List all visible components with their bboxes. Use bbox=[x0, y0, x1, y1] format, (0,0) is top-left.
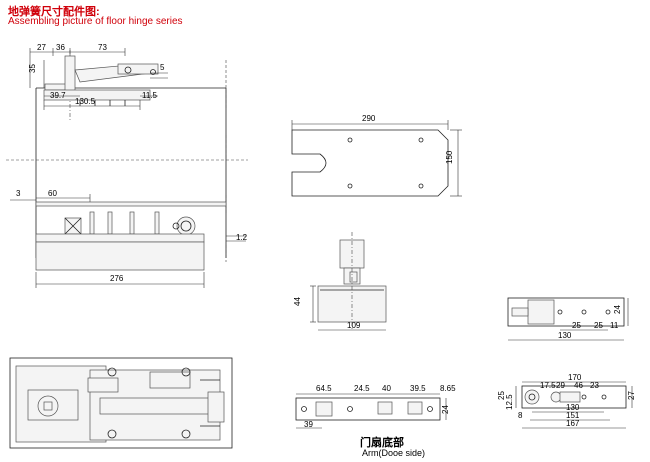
side-section-view: 27 36 73 35 5 39.7 11.5 130.5 3 bbox=[6, 43, 248, 288]
spindle-side-view: 44 109 bbox=[293, 232, 387, 331]
header-title-en: Assembling picture of floor hinge series bbox=[8, 16, 183, 27]
dim-290: 290 bbox=[362, 114, 376, 123]
dim-46: 46 bbox=[574, 381, 583, 390]
dim-27: 27 bbox=[37, 43, 46, 52]
dim-8: 8 bbox=[518, 411, 523, 420]
dim-1-2: 1.2 bbox=[236, 233, 248, 242]
dim-170: 170 bbox=[568, 373, 582, 382]
dim-109: 109 bbox=[347, 321, 361, 330]
dim-25-a: 25 bbox=[572, 321, 581, 330]
dim-25-c: 25 bbox=[497, 391, 506, 400]
dim-36: 36 bbox=[56, 43, 65, 52]
arm-top-view: 170 17.5 29 46 23 25 12.5 27 130 151 8 1… bbox=[497, 373, 636, 429]
dim-11: 11 bbox=[610, 321, 619, 330]
dim-27-b: 27 bbox=[627, 391, 636, 400]
dim-24-5: 24.5 bbox=[354, 384, 370, 393]
dim-24-a: 24 bbox=[613, 305, 622, 314]
dim-73: 73 bbox=[98, 43, 107, 52]
dim-276: 276 bbox=[110, 274, 124, 283]
plan-view bbox=[9, 357, 233, 449]
dim-29: 29 bbox=[556, 381, 565, 390]
dim-24-b: 24 bbox=[441, 405, 450, 414]
arm-plan-view: 64.5 24.5 40 39.5 8.65 24 39 bbox=[295, 384, 456, 429]
header-title-cn: 地弹簧尺寸配件图: bbox=[8, 6, 100, 18]
dim-130: 130 bbox=[558, 331, 572, 340]
dim-3: 3 bbox=[16, 189, 21, 198]
dim-60: 60 bbox=[48, 189, 57, 198]
dim-23: 23 bbox=[590, 381, 599, 390]
dim-35: 35 bbox=[28, 64, 37, 73]
dim-5: 5 bbox=[160, 63, 165, 72]
dim-25-b: 25 bbox=[594, 321, 603, 330]
cover-plate-view: 290 150 bbox=[291, 114, 462, 197]
caption-en: Arm(Dooe side) bbox=[362, 448, 426, 458]
dim-39: 39 bbox=[304, 420, 313, 429]
dim-151: 151 bbox=[566, 411, 580, 420]
dim-17-5: 17.5 bbox=[540, 381, 556, 390]
dim-44: 44 bbox=[293, 297, 302, 306]
dim-167: 167 bbox=[566, 419, 580, 428]
dim-130-b: 130 bbox=[566, 403, 580, 412]
dim-40: 40 bbox=[382, 384, 391, 393]
dim-39-5: 39.5 bbox=[410, 384, 426, 393]
dim-11-5: 11.5 bbox=[142, 91, 158, 100]
arm-side-view: 24 25 25 11 130 bbox=[507, 297, 629, 341]
dim-150: 150 bbox=[445, 150, 454, 164]
dim-12-5: 12.5 bbox=[505, 394, 514, 410]
caption-cn: 门扇底部 bbox=[360, 437, 404, 449]
dim-8-65: 8.65 bbox=[440, 384, 456, 393]
dim-39-7: 39.7 bbox=[50, 91, 66, 100]
dim-130-5: 130.5 bbox=[75, 97, 96, 106]
dim-64-5: 64.5 bbox=[316, 384, 332, 393]
